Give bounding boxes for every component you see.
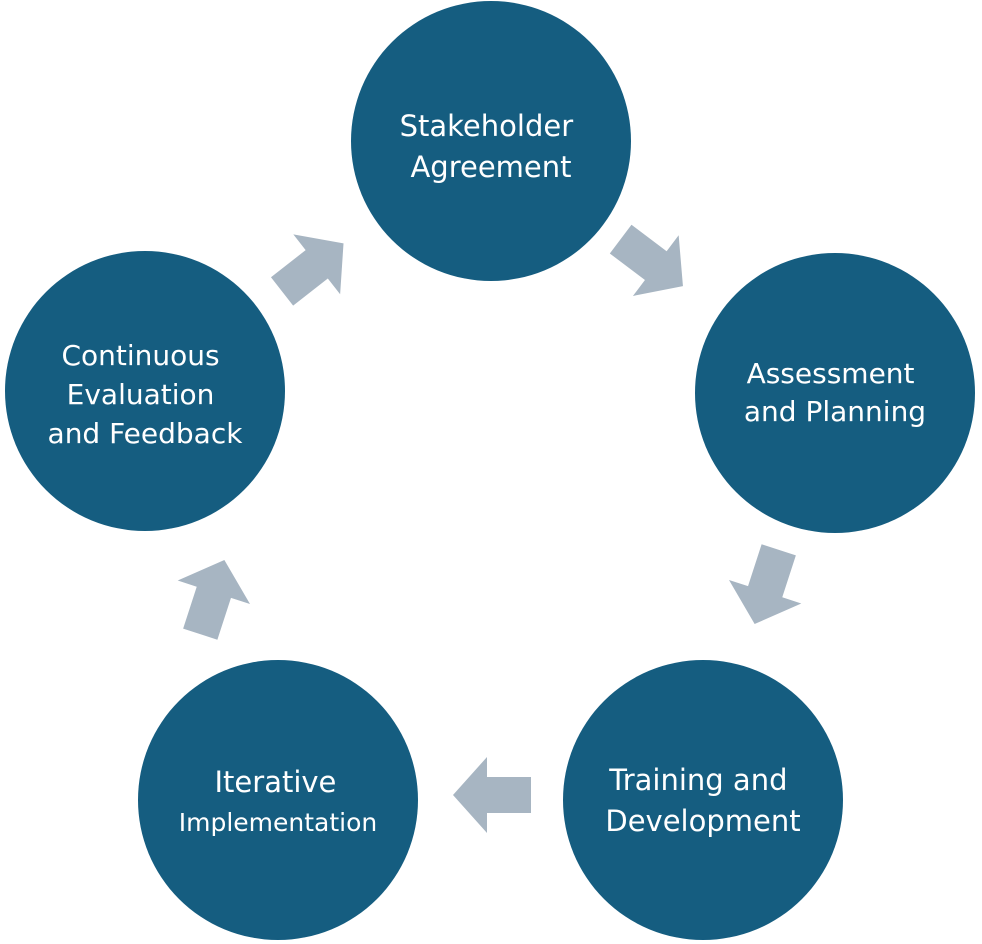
node-iterative-implementation: Iterative Implementation — [138, 660, 418, 940]
arrows-group — [177, 224, 802, 833]
node-circle — [695, 253, 975, 533]
node-label-line: Development — [605, 804, 800, 838]
node-label-line: Implementation — [179, 808, 378, 837]
node-label: Assessment and Planning — [744, 357, 926, 428]
node-label-line: and Feedback — [48, 417, 244, 450]
node-circle — [138, 660, 418, 940]
node-label-line: Assessment — [747, 357, 915, 390]
arrow-assessment-to-training — [729, 544, 802, 625]
node-training-and-development: Training and Development — [563, 660, 843, 940]
node-label-line: Iterative — [215, 765, 337, 799]
node-label-line: Evaluation — [67, 378, 215, 411]
node-continuous-evaluation-and-feedback: Continuous Evaluation and Feedback — [5, 251, 285, 531]
node-label-line: Stakeholder — [400, 109, 574, 143]
node-stakeholder-agreement: Stakeholder Agreement — [351, 1, 631, 281]
arrow-training-to-iterative — [453, 757, 531, 833]
node-label-line: Continuous — [61, 339, 219, 372]
node-assessment-and-planning: Assessment and Planning — [695, 253, 975, 533]
node-label-line: and Planning — [744, 395, 926, 428]
node-label: Iterative Implementation — [179, 765, 378, 837]
node-label-line: Training and — [608, 763, 787, 797]
node-label: Stakeholder Agreement — [400, 109, 583, 184]
node-circle — [563, 660, 843, 940]
node-circle — [351, 1, 631, 281]
arrow-stakeholder-to-assessment — [609, 224, 683, 296]
arrow-continuous-to-stakeholder — [270, 234, 344, 306]
node-circle — [5, 251, 285, 531]
arrow-iterative-to-continuous — [177, 559, 250, 640]
node-label-line: Agreement — [410, 150, 571, 184]
node-label: Continuous Evaluation and Feedback — [48, 339, 244, 450]
node-label: Training and Development — [605, 763, 800, 838]
